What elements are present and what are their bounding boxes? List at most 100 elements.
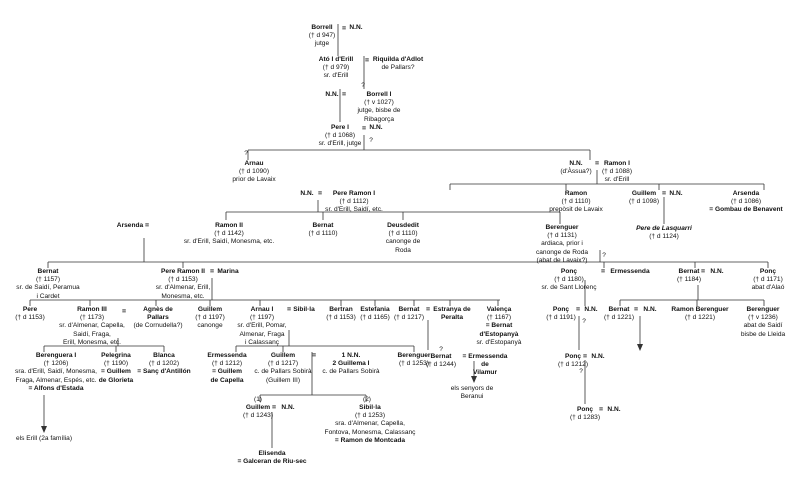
person-name: Pallars xyxy=(147,314,169,322)
person-name: Borrell xyxy=(311,24,333,31)
uncertain-mark: ? xyxy=(579,368,583,375)
person-guillem-1217: Guillem († d 1217) c. de Pallars Sobirà … xyxy=(254,352,311,385)
person-nn-3: N.N. xyxy=(369,124,382,132)
person-guillem-1243: Guillem († d 1243) xyxy=(243,404,273,420)
person-nn-10: N.N. xyxy=(281,404,294,412)
note-els-erill: els Erill (2a família) xyxy=(16,435,72,443)
person-name: Estefania xyxy=(360,306,390,313)
person-berenguer-1131: Berenguer († d 1131) ardiaca, prior i ca… xyxy=(536,224,588,265)
person-berenguera-i: Berenguera I († 1206) sra. d'Erill, Said… xyxy=(15,352,97,393)
spouse-name: = Sanç d'Antillón xyxy=(137,368,191,376)
spouse-name: de Glorieta xyxy=(98,376,134,384)
person-name: Ponç xyxy=(560,268,578,275)
person-name: Guillem xyxy=(631,190,657,197)
person-name: Sibil·la xyxy=(359,404,381,411)
spouse-name: de Capella xyxy=(210,376,244,384)
person-detail: († d 1098) xyxy=(628,198,660,206)
person-name: Bernat xyxy=(678,268,700,275)
person-name: Agnès de xyxy=(143,306,173,313)
person-detail: († d 947) xyxy=(308,32,336,40)
person-detail: († d 1253) xyxy=(354,412,386,420)
person-name: Marina xyxy=(217,268,239,275)
marriage-sign: = xyxy=(271,404,277,412)
person-name: Ponç xyxy=(759,268,777,275)
person-name: N.N. xyxy=(669,190,683,197)
note-text: els Erill (2a família) xyxy=(15,435,73,442)
person-name: N.N. xyxy=(369,124,383,131)
person-pere-ramon-i: Pere Ramon I († d 1112) sr. d'Erill, Sai… xyxy=(325,190,383,215)
person-nn-5: N.N. xyxy=(669,190,682,198)
person-detail: sr. d'Erill, Saidí, Monesma, etc. xyxy=(183,238,275,246)
person-detail: prior de Lavaix xyxy=(232,176,276,184)
person-detail: († d 1202) xyxy=(148,360,180,368)
person-detail: († d 1191) xyxy=(546,314,576,322)
person-name: Berenguer xyxy=(545,224,579,231)
person-detail: († d 1171) xyxy=(753,276,783,284)
spouse-name: = Ermessenda xyxy=(462,353,508,360)
person-name: Blanca xyxy=(153,352,175,359)
person-name: Ponç xyxy=(576,406,594,413)
spouse-name: = Alfons d'Estada xyxy=(28,384,84,392)
marriage-sign: = xyxy=(364,57,370,65)
person-name: Ramon III xyxy=(77,306,107,313)
person-detail: abat de Saidí xyxy=(743,322,783,330)
person-valenca: Valença († 1167) = Bernat d'Estopanyà sr… xyxy=(477,306,522,347)
person-name: N.N. xyxy=(281,404,295,411)
person-name: Guillem xyxy=(245,404,271,411)
person-name: Ramon II xyxy=(215,222,243,229)
person-name: N.N. xyxy=(591,353,605,360)
person-ponc-1191: Ponç († d 1191) xyxy=(546,306,576,322)
person-sibilla: Sibil·la xyxy=(293,306,315,314)
person-detail: († d 1253) xyxy=(398,360,430,368)
person-detail: sr. d'Erill, Saidí, etc. xyxy=(325,206,383,214)
person-detail: († d 1165) xyxy=(360,314,390,322)
person-pere-i: Pere I († d 1068) sr. d'Erill, jutge xyxy=(319,124,362,149)
marriage-sign: = xyxy=(317,190,323,198)
marriage-sign: = xyxy=(575,306,581,314)
person-name: N.N. xyxy=(347,352,361,359)
person-name: Bernat xyxy=(312,222,334,229)
marriage-sign: = xyxy=(341,91,347,99)
person-nn-7: N.N. xyxy=(584,306,597,314)
person-ramon-iii: Ramon III († 1173) sr. d'Almenar, Capell… xyxy=(59,306,125,347)
person-detail: († d 979) xyxy=(322,64,350,72)
person-detail: sr. d'Almenar, Capella, xyxy=(59,322,125,330)
person-name: N.N. xyxy=(584,306,598,313)
person-name: Bernat xyxy=(430,353,452,360)
person-detail: († 1197) xyxy=(249,314,275,322)
person-ramon-ii: Ramon II († d 1142) sr. d'Erill, Saidí, … xyxy=(184,222,274,247)
person-detail: († d 1110) xyxy=(561,198,591,206)
person-detail: bisbe de Lleida xyxy=(740,330,786,338)
person-detail: († d 1068) xyxy=(324,132,356,140)
person-detail: († d 1112) xyxy=(339,198,369,206)
person-pere-de-lasquarri: Pere de Lasquarri († d 1124) xyxy=(636,225,692,241)
marriage-sign: = xyxy=(311,352,317,360)
person-name: N.N. xyxy=(643,306,657,313)
person-pere-ramon-ii: Pere Ramon II († d 1153) sr. d'Almenar, … xyxy=(156,268,210,301)
person-ermessenda-de-vilamur: = Ermessenda de Vilamur xyxy=(463,353,508,378)
person-detail: sr. d'Erill xyxy=(604,176,630,184)
person-detail: († 1184) xyxy=(676,276,702,284)
person-name: Ponç xyxy=(564,353,582,360)
person-name: Berenguera I xyxy=(35,352,77,359)
person-name: Ermessenda xyxy=(207,352,247,359)
person-name: Pere Ramon II xyxy=(161,268,205,275)
person-name: 2 Guillema I xyxy=(322,360,379,368)
person-bernat-1244: Bernat († d 1244) xyxy=(426,353,456,369)
person-detail: c. de Pallars Sobirà xyxy=(322,368,380,376)
note-text: els senyors de xyxy=(450,385,494,392)
person-bernat-1110: Bernat († d 1110) xyxy=(308,222,337,238)
person-detail: sr. d'Erill, jutge xyxy=(318,140,362,148)
marriage-sign: = xyxy=(594,160,600,168)
person-name: 1 N.N. xyxy=(322,352,379,360)
person-detail: prepòsit de Lavaix xyxy=(549,206,603,214)
person-name: Arsenda xyxy=(732,190,760,197)
marriage-number: 1 xyxy=(341,352,346,359)
person-name: Arsenda xyxy=(116,222,144,229)
person-name: Ermessenda xyxy=(610,268,650,275)
person-bernat-1184: Bernat († 1184) xyxy=(677,268,701,284)
person-name: N.N. xyxy=(349,24,363,31)
person-name: Pere de Lasquarri xyxy=(636,225,692,232)
person-deusdedit: Deusdedit († d 1110) canonge de Roda xyxy=(386,222,420,255)
person-name: Ató I d'Erill xyxy=(318,56,354,63)
